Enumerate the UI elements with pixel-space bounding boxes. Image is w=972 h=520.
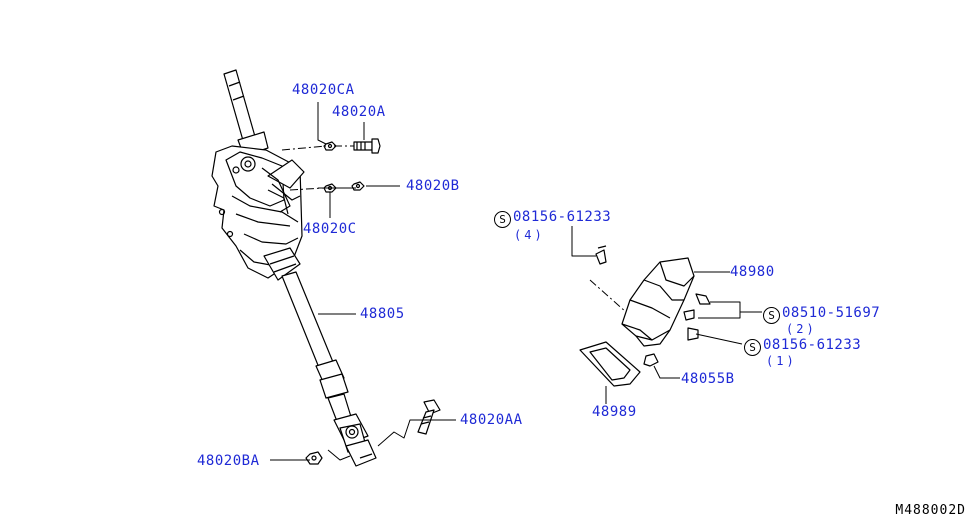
nut-48020B: [351, 181, 365, 191]
label-48020BA: 48020BA: [197, 453, 260, 469]
label-48020C: 48020C: [303, 221, 357, 237]
standard-part-symbol-icon: S: [763, 307, 780, 324]
label-48020A: 48020A: [332, 104, 386, 120]
label-48805: 48805: [360, 306, 405, 322]
bolt-48020A: [353, 138, 381, 154]
clip-48055B: [643, 353, 659, 367]
quantity-1: (1): [766, 354, 797, 368]
part-number: 08156-61233: [763, 337, 862, 353]
label-48055B: 48055B: [681, 371, 735, 387]
label-48020B: 48020B: [406, 178, 460, 194]
screws-cover: [595, 245, 711, 341]
nut-48020CA: [323, 141, 337, 151]
diagram-code: M488002D: [895, 503, 966, 518]
quantity-4: (4): [514, 228, 545, 242]
label-48980: 48980: [730, 264, 775, 280]
bolt-48020AA: [417, 399, 441, 435]
column-cover-48980: [621, 257, 695, 347]
label-48020AA: 48020AA: [460, 412, 523, 428]
nut-48020BA: [305, 451, 323, 465]
seal-48989: [579, 341, 641, 387]
part-number: 08510-51697: [782, 305, 881, 321]
steering-column-assembly: [211, 69, 305, 281]
standard-part-symbol-icon: S: [744, 339, 761, 356]
standard-part-symbol-icon: S: [494, 211, 511, 228]
intermediate-shaft: [281, 271, 377, 467]
label-48989: 48989: [592, 404, 637, 420]
part-number: 08156-61233: [513, 209, 612, 225]
label-48020CA: 48020CA: [292, 82, 355, 98]
leader-lines: [270, 102, 762, 461]
quantity-2: (2): [786, 322, 817, 336]
